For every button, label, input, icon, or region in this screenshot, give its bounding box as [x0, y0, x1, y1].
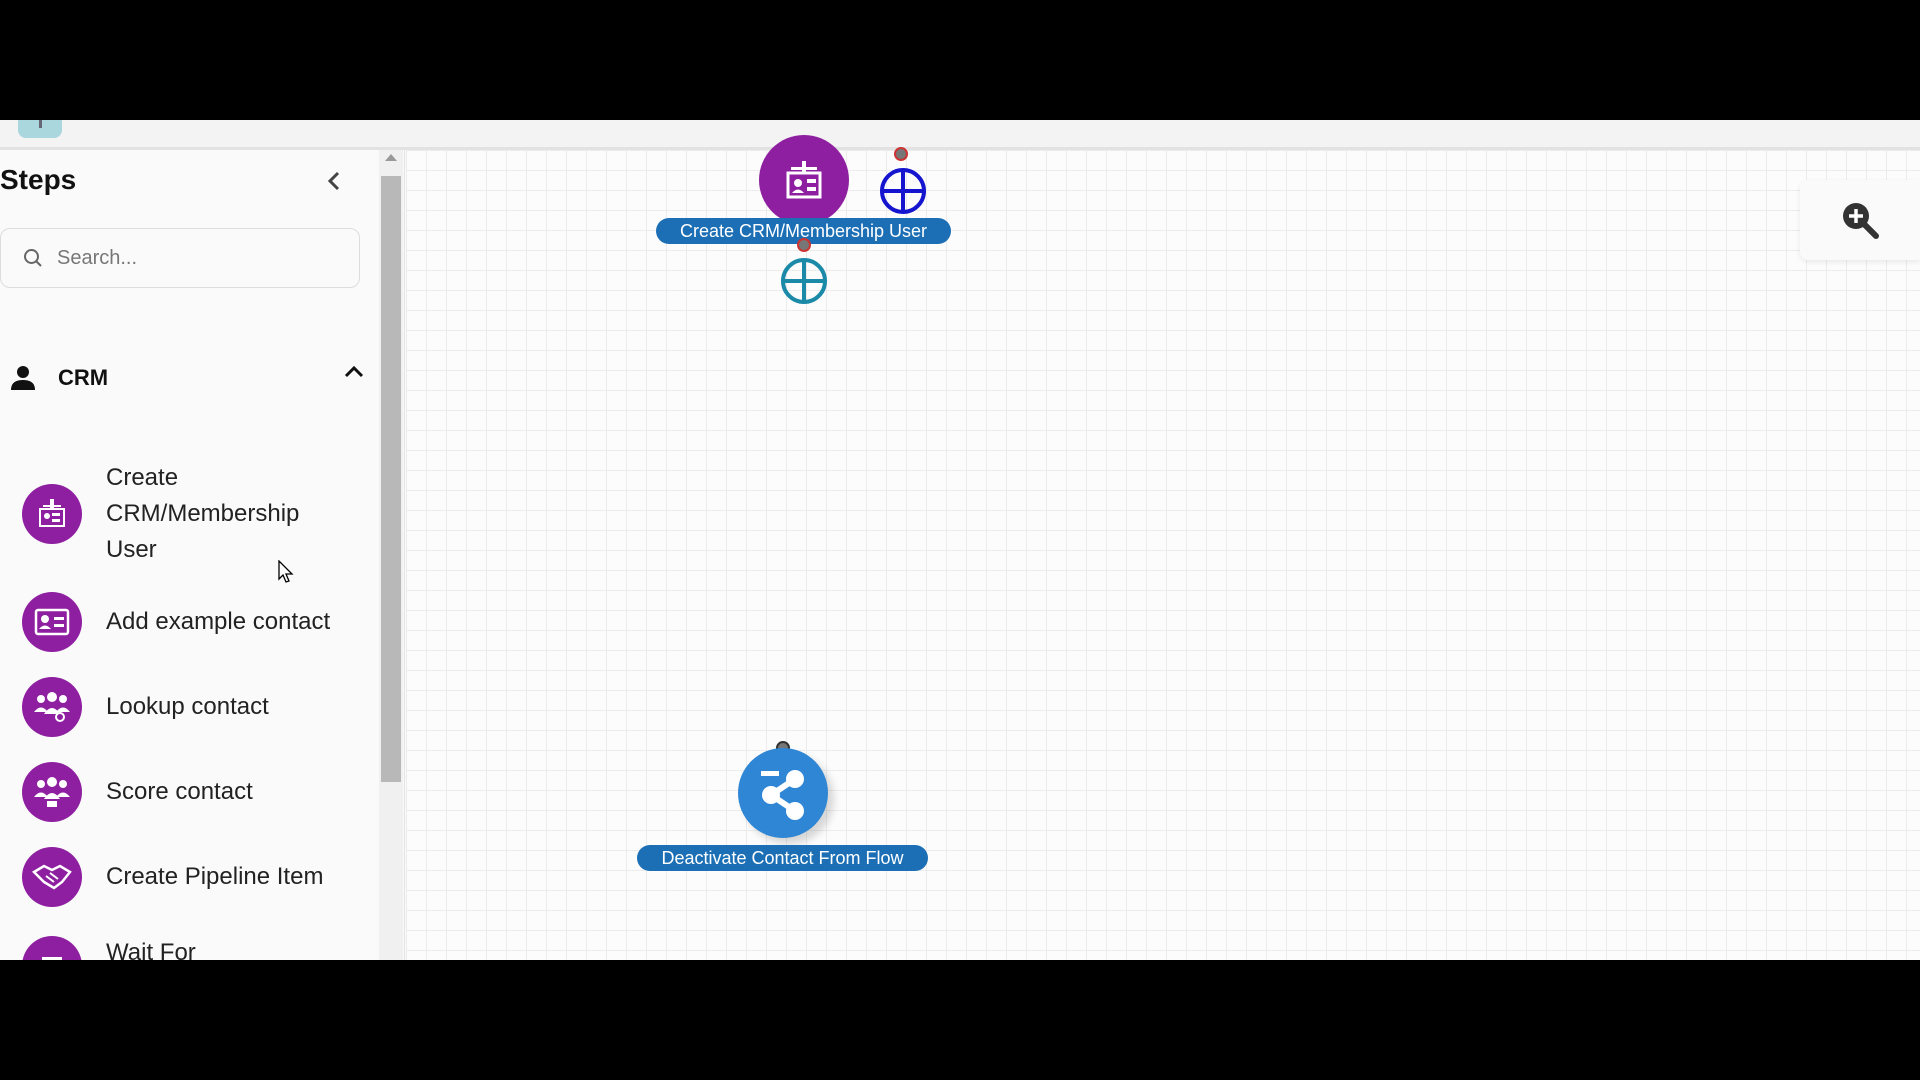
- sidebar-scrollbar[interactable]: [379, 150, 403, 960]
- step-item-score-contact[interactable]: Score contact: [22, 762, 316, 822]
- step-item-create-pipeline-item[interactable]: Create Pipeline Item: [22, 847, 366, 907]
- add-branch-plus-icon[interactable]: [879, 167, 927, 215]
- flow-canvas[interactable]: Create CRM/Membership User Deactivate Co…: [406, 135, 1920, 960]
- person-icon: [11, 366, 35, 390]
- step-item-wait-for[interactable]: Wait For: [22, 936, 316, 960]
- handshake-icon: [22, 847, 82, 907]
- mouse-cursor-icon: [278, 560, 294, 583]
- contact-card-icon: [22, 592, 82, 652]
- search-field[interactable]: [0, 228, 360, 288]
- wait-icon: [22, 936, 82, 960]
- app: Steps CRM Create CRM/Membership User Add…: [0, 120, 1920, 960]
- step-item-label: Add example contact: [106, 608, 331, 635]
- steps-sidebar: Steps CRM Create CRM/Membership User Add…: [0, 150, 405, 960]
- step-item-create-membership-user[interactable]: Create CRM/Membership User: [22, 460, 316, 568]
- step-item-label: Create Pipeline Item: [106, 863, 324, 890]
- search-input[interactable]: [57, 246, 337, 270]
- category-label: CRM: [58, 365, 109, 390]
- flow-node-label[interactable]: Deactivate Contact From Flow: [637, 845, 928, 871]
- zoom-in-button[interactable]: [1800, 180, 1920, 260]
- connector-dot[interactable]: [797, 238, 811, 252]
- chevron-up-icon[interactable]: [343, 364, 365, 380]
- flow-node-icon-create-membership-user[interactable]: [759, 135, 849, 225]
- add-step-plus-icon[interactable]: [780, 257, 828, 305]
- search-icon: [24, 249, 42, 267]
- flow-node-label[interactable]: Create CRM/Membership User: [656, 218, 951, 244]
- sidebar-title: Steps: [0, 164, 77, 195]
- share-minus-icon: [761, 770, 804, 820]
- group-score-icon: [22, 762, 82, 822]
- group-search-icon: [22, 677, 82, 737]
- zoom-in-icon: [1843, 203, 1879, 239]
- collapse-sidebar-button[interactable]: [326, 168, 342, 199]
- step-item-lookup-contact[interactable]: Lookup contact: [22, 677, 316, 737]
- top-bar: [0, 120, 1920, 150]
- membership-user-icon: [786, 161, 822, 199]
- membership-user-icon: [22, 484, 82, 544]
- step-item-label: Wait For: [106, 939, 196, 960]
- scrollbar-thumb[interactable]: [381, 176, 401, 782]
- step-item-add-example-contact[interactable]: Add example contact: [22, 592, 366, 652]
- step-item-label: Create CRM/Membership User: [106, 464, 300, 563]
- top-menu-button[interactable]: [18, 120, 62, 138]
- scroll-up-arrow-icon[interactable]: [385, 154, 397, 161]
- step-item-label: Lookup contact: [106, 693, 269, 720]
- flow-node-icon-deactivate-contact[interactable]: [738, 748, 828, 838]
- chevron-left-icon: [327, 171, 340, 191]
- category-crm[interactable]: CRM: [10, 358, 365, 398]
- connector-dot[interactable]: [894, 147, 908, 161]
- step-item-label: Score contact: [106, 778, 253, 805]
